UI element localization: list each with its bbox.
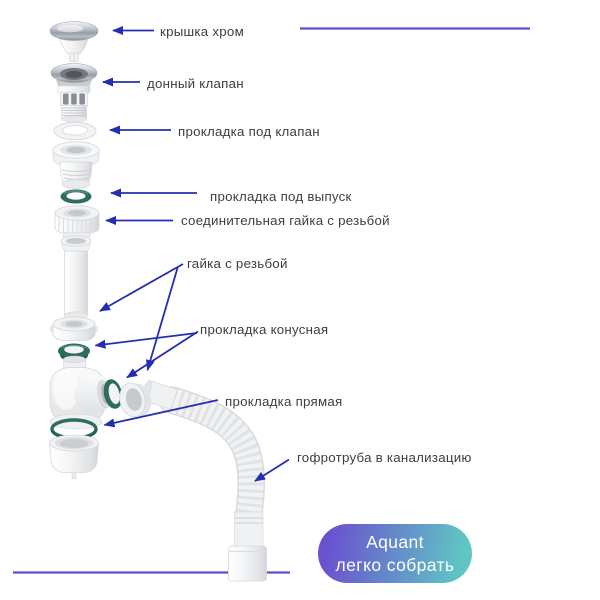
part-side-nut xyxy=(119,382,152,418)
arrow-flat-gasket xyxy=(103,399,219,428)
pointer-arrows xyxy=(94,26,290,482)
label-cap: крышка хром xyxy=(160,23,244,39)
arrow-cone-gasket-side xyxy=(126,330,199,379)
part-outlet-body xyxy=(52,141,100,189)
label-outlet-gasket: прокладка под выпуск xyxy=(210,188,352,204)
part-chrome-cap xyxy=(49,21,99,62)
brand-badge: Aquant легко собрать xyxy=(318,524,472,583)
part-valve-gasket xyxy=(53,121,97,141)
part-tube xyxy=(60,235,92,320)
arrow-cone-gasket-vertical xyxy=(94,332,198,349)
part-cup xyxy=(49,434,99,480)
arrow-nut-side xyxy=(146,267,179,371)
label-threaded-nut: гайка с резьбой xyxy=(187,255,288,271)
label-flat-gasket: прокладка прямая xyxy=(225,393,343,409)
part-cone-gasket-side xyxy=(103,379,123,409)
label-cone-gasket: прокладка конусная xyxy=(200,322,329,337)
arrow-corrugated-pipe xyxy=(254,458,290,482)
label-connecting-nut: соединительная гайка с резьбой xyxy=(181,213,390,228)
part-threaded-nut xyxy=(50,316,98,341)
part-outlet-gasket xyxy=(60,189,92,204)
part-corrugated-pipe xyxy=(141,380,267,582)
label-bottom-valve: донный клапан xyxy=(147,76,244,91)
arrow-nut-vertical xyxy=(99,263,184,312)
brand-tagline: легко собрать xyxy=(335,554,455,575)
label-corrugated-pipe: гофротруба в канализацию xyxy=(297,450,472,465)
part-connecting-nut xyxy=(54,205,100,238)
part-bottom-valve xyxy=(50,63,98,123)
brand-name: Aquant xyxy=(366,532,424,553)
label-valve-gasket: прокладка под клапан xyxy=(178,124,320,139)
